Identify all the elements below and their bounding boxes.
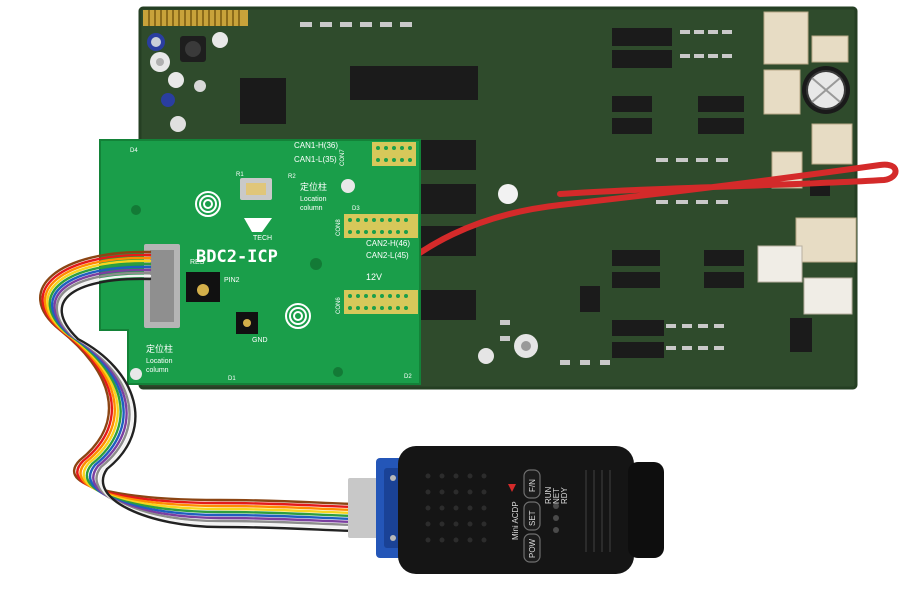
relays <box>757 11 857 315</box>
label-d1: D1 <box>228 376 236 382</box>
mounting-hole <box>498 184 518 204</box>
label-location-en-top-1: Location <box>300 196 327 203</box>
pow-button[interactable]: POW <box>523 533 541 563</box>
label-con7: CON7 <box>340 149 346 166</box>
led-rdy-label: RDY <box>560 486 569 504</box>
main-pcb-headers <box>350 28 812 358</box>
fingerprint-logo-bottom <box>285 303 311 329</box>
led-net-label: NET <box>552 488 561 504</box>
label-can2-h: CAN2-H(46) <box>366 239 410 248</box>
microcontroller-chip <box>240 78 286 124</box>
brand-text: TECH <box>253 235 272 242</box>
device-grip-ridges <box>585 470 611 552</box>
device-brand-mark: Mini ACDP <box>511 501 520 540</box>
smd-components <box>300 22 732 365</box>
brand-logo: TECH <box>244 218 272 242</box>
mini-acdp-device: Mini ACDP <box>398 446 664 574</box>
pow-button-label: POW <box>528 538 537 558</box>
label-can2-l: CAN2-L(45) <box>366 251 409 260</box>
led-run <box>553 503 559 509</box>
fn-button-label: F/N <box>528 479 537 492</box>
label-location-cn-bottom: 定位柱 <box>146 343 173 354</box>
label-con6: CON6 <box>336 297 342 314</box>
label-res: RES <box>190 259 205 266</box>
set-button[interactable]: SET <box>523 501 541 531</box>
device-status-leds: RUN NET RDY <box>544 486 569 533</box>
label-r2: R2 <box>288 174 296 180</box>
label-d3: D3 <box>352 206 360 212</box>
location-column-pin-bottom <box>130 368 142 380</box>
location-column-pin-top <box>341 179 355 193</box>
label-r1: R1 <box>236 172 244 178</box>
fingerprint-logo-top <box>195 191 221 217</box>
top-left-components <box>147 32 228 132</box>
label-location-en-top-2: column <box>300 205 323 212</box>
device-vent-holes <box>425 473 487 543</box>
set-button-label: SET <box>528 510 537 526</box>
label-d4: D4 <box>130 148 138 154</box>
adapter-pin-headers <box>344 142 418 314</box>
gold-edge-contacts <box>143 10 248 26</box>
led-net <box>553 515 559 521</box>
label-can1-l: CAN1-L(35) <box>294 155 337 164</box>
label-pin2: PIN2 <box>224 277 240 284</box>
red-12v-wire <box>389 161 899 277</box>
label-can1-h: CAN1-H(36) <box>294 141 338 150</box>
electrolytic-capacitor <box>802 66 850 114</box>
led-rdy <box>553 527 559 533</box>
label-gnd: GND <box>252 337 268 344</box>
label-d2: D2 <box>404 374 412 380</box>
label-location-cn-top: 定位柱 <box>300 181 327 192</box>
ribbon-cable <box>39 250 364 533</box>
label-12v: 12V <box>366 272 382 282</box>
device-logo-icon <box>508 484 516 492</box>
fn-button[interactable]: F/N <box>523 469 541 499</box>
adapter-title: BDC2-ICP <box>196 247 278 267</box>
led-run-label: RUN <box>544 486 553 504</box>
label-con8: CON8 <box>336 219 342 236</box>
label-location-en-bottom-1: Location <box>146 358 173 365</box>
label-location-en-bottom-2: column <box>146 367 169 374</box>
idc-connector <box>144 244 180 328</box>
bdc2-icp-adapter: TECH BDC2-ICP CAN1-H(36) CAN1-L(35) CAN2… <box>99 139 421 385</box>
